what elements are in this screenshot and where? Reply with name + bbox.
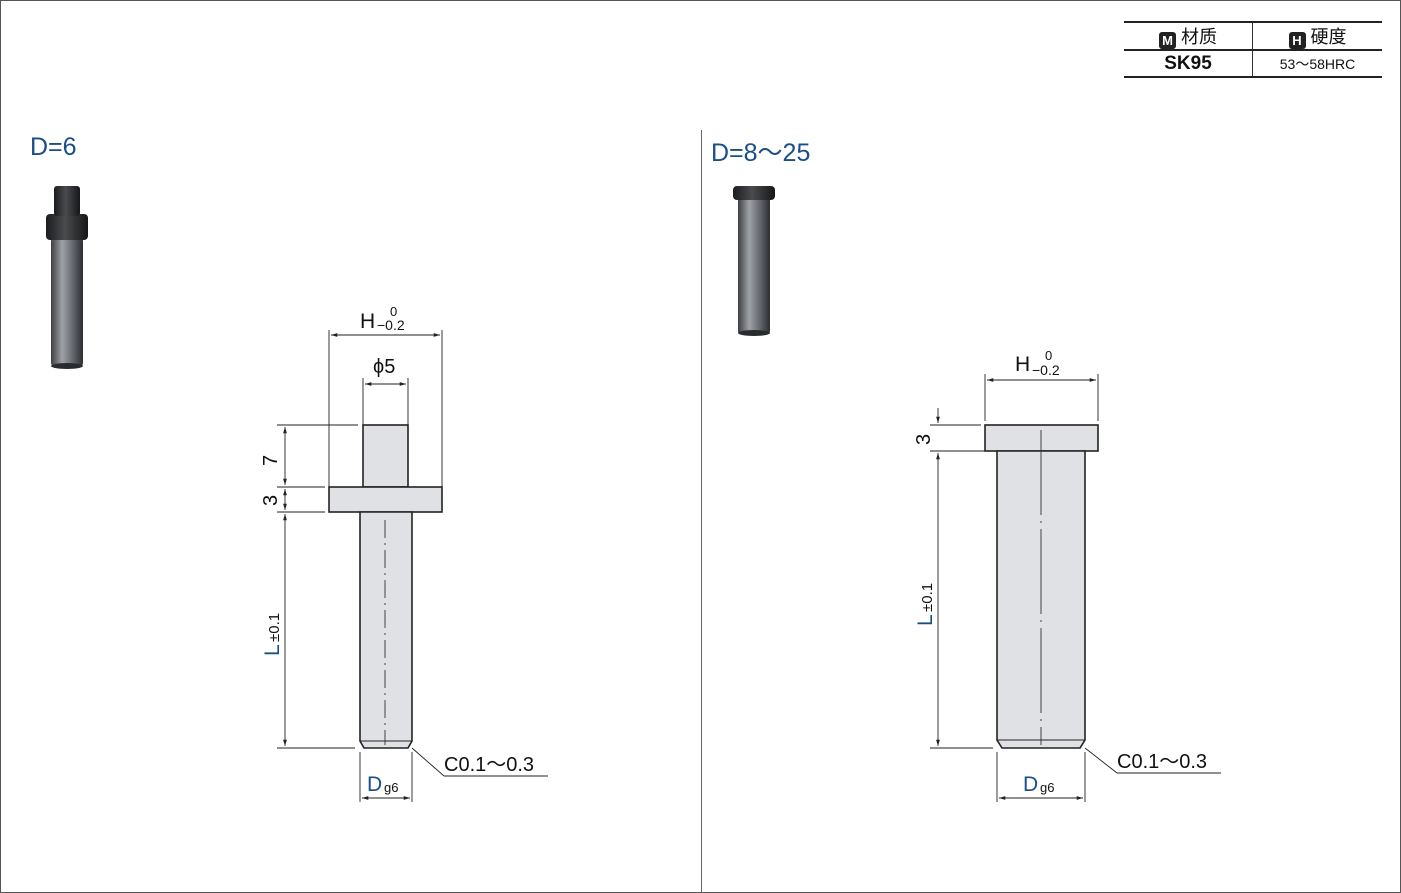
left-dimension-labels: H 0 −0.2 ϕ5 7 3 L ±0.1 D g6 C0.1〜0.3 <box>260 304 534 796</box>
right-product-photo <box>733 186 775 336</box>
left-diameter-label: D <box>367 773 382 796</box>
right-diameter-fit: g6 <box>1040 780 1054 795</box>
left-tip-length-label: 7 <box>260 455 282 466</box>
left-h-label: H <box>360 310 375 333</box>
right-h-label: H <box>1015 353 1030 376</box>
hardness-value: 53〜58HRC <box>1252 50 1382 78</box>
right-head-thickness-label: 3 <box>913 434 935 445</box>
left-section-title: D=6 <box>30 133 77 161</box>
material-value: SK95 <box>1124 50 1253 78</box>
left-tip-diameter-label: ϕ5 <box>373 356 395 378</box>
right-diameter-label: D <box>1023 773 1038 796</box>
left-length-label: L <box>261 644 284 656</box>
material-badge-icon: M <box>1159 32 1176 49</box>
hardness-label: 硬度 <box>1310 27 1347 47</box>
material-label: 材质 <box>1181 27 1217 47</box>
right-section-title: D=8〜25 <box>711 139 811 167</box>
right-dimension-labels: H 0 −0.2 3 L ±0.1 D g6 C0.1〜0.3 <box>913 348 1207 796</box>
left-h-tol-lower: −0.2 <box>377 317 405 333</box>
right-h-tol-lower: −0.2 <box>1032 362 1060 378</box>
right-length-tol: ±0.1 <box>919 583 936 612</box>
right-chamfer-label: C0.1〜0.3 <box>1117 751 1207 773</box>
right-h-tol-upper: 0 <box>1045 348 1052 363</box>
left-h-tol-upper: 0 <box>390 304 397 319</box>
section-divider <box>701 130 702 893</box>
left-product-photo <box>46 186 88 369</box>
material-header: M 材质 <box>1124 21 1253 51</box>
right-length-label: L <box>914 614 937 626</box>
left-chamfer-label: C0.1〜0.3 <box>444 754 534 776</box>
spec-table-row: SK95 53〜58HRC <box>1124 50 1382 78</box>
left-head-thickness-label: 3 <box>260 495 282 506</box>
left-dimension-lines <box>277 330 548 802</box>
left-part-drawing <box>328 424 443 749</box>
right-part-drawing <box>984 424 1099 749</box>
hardness-badge-icon: H <box>1288 32 1306 49</box>
right-dimension-lines <box>930 374 1221 802</box>
left-length-tol: ±0.1 <box>266 613 283 642</box>
left-diameter-fit: g6 <box>384 780 398 795</box>
